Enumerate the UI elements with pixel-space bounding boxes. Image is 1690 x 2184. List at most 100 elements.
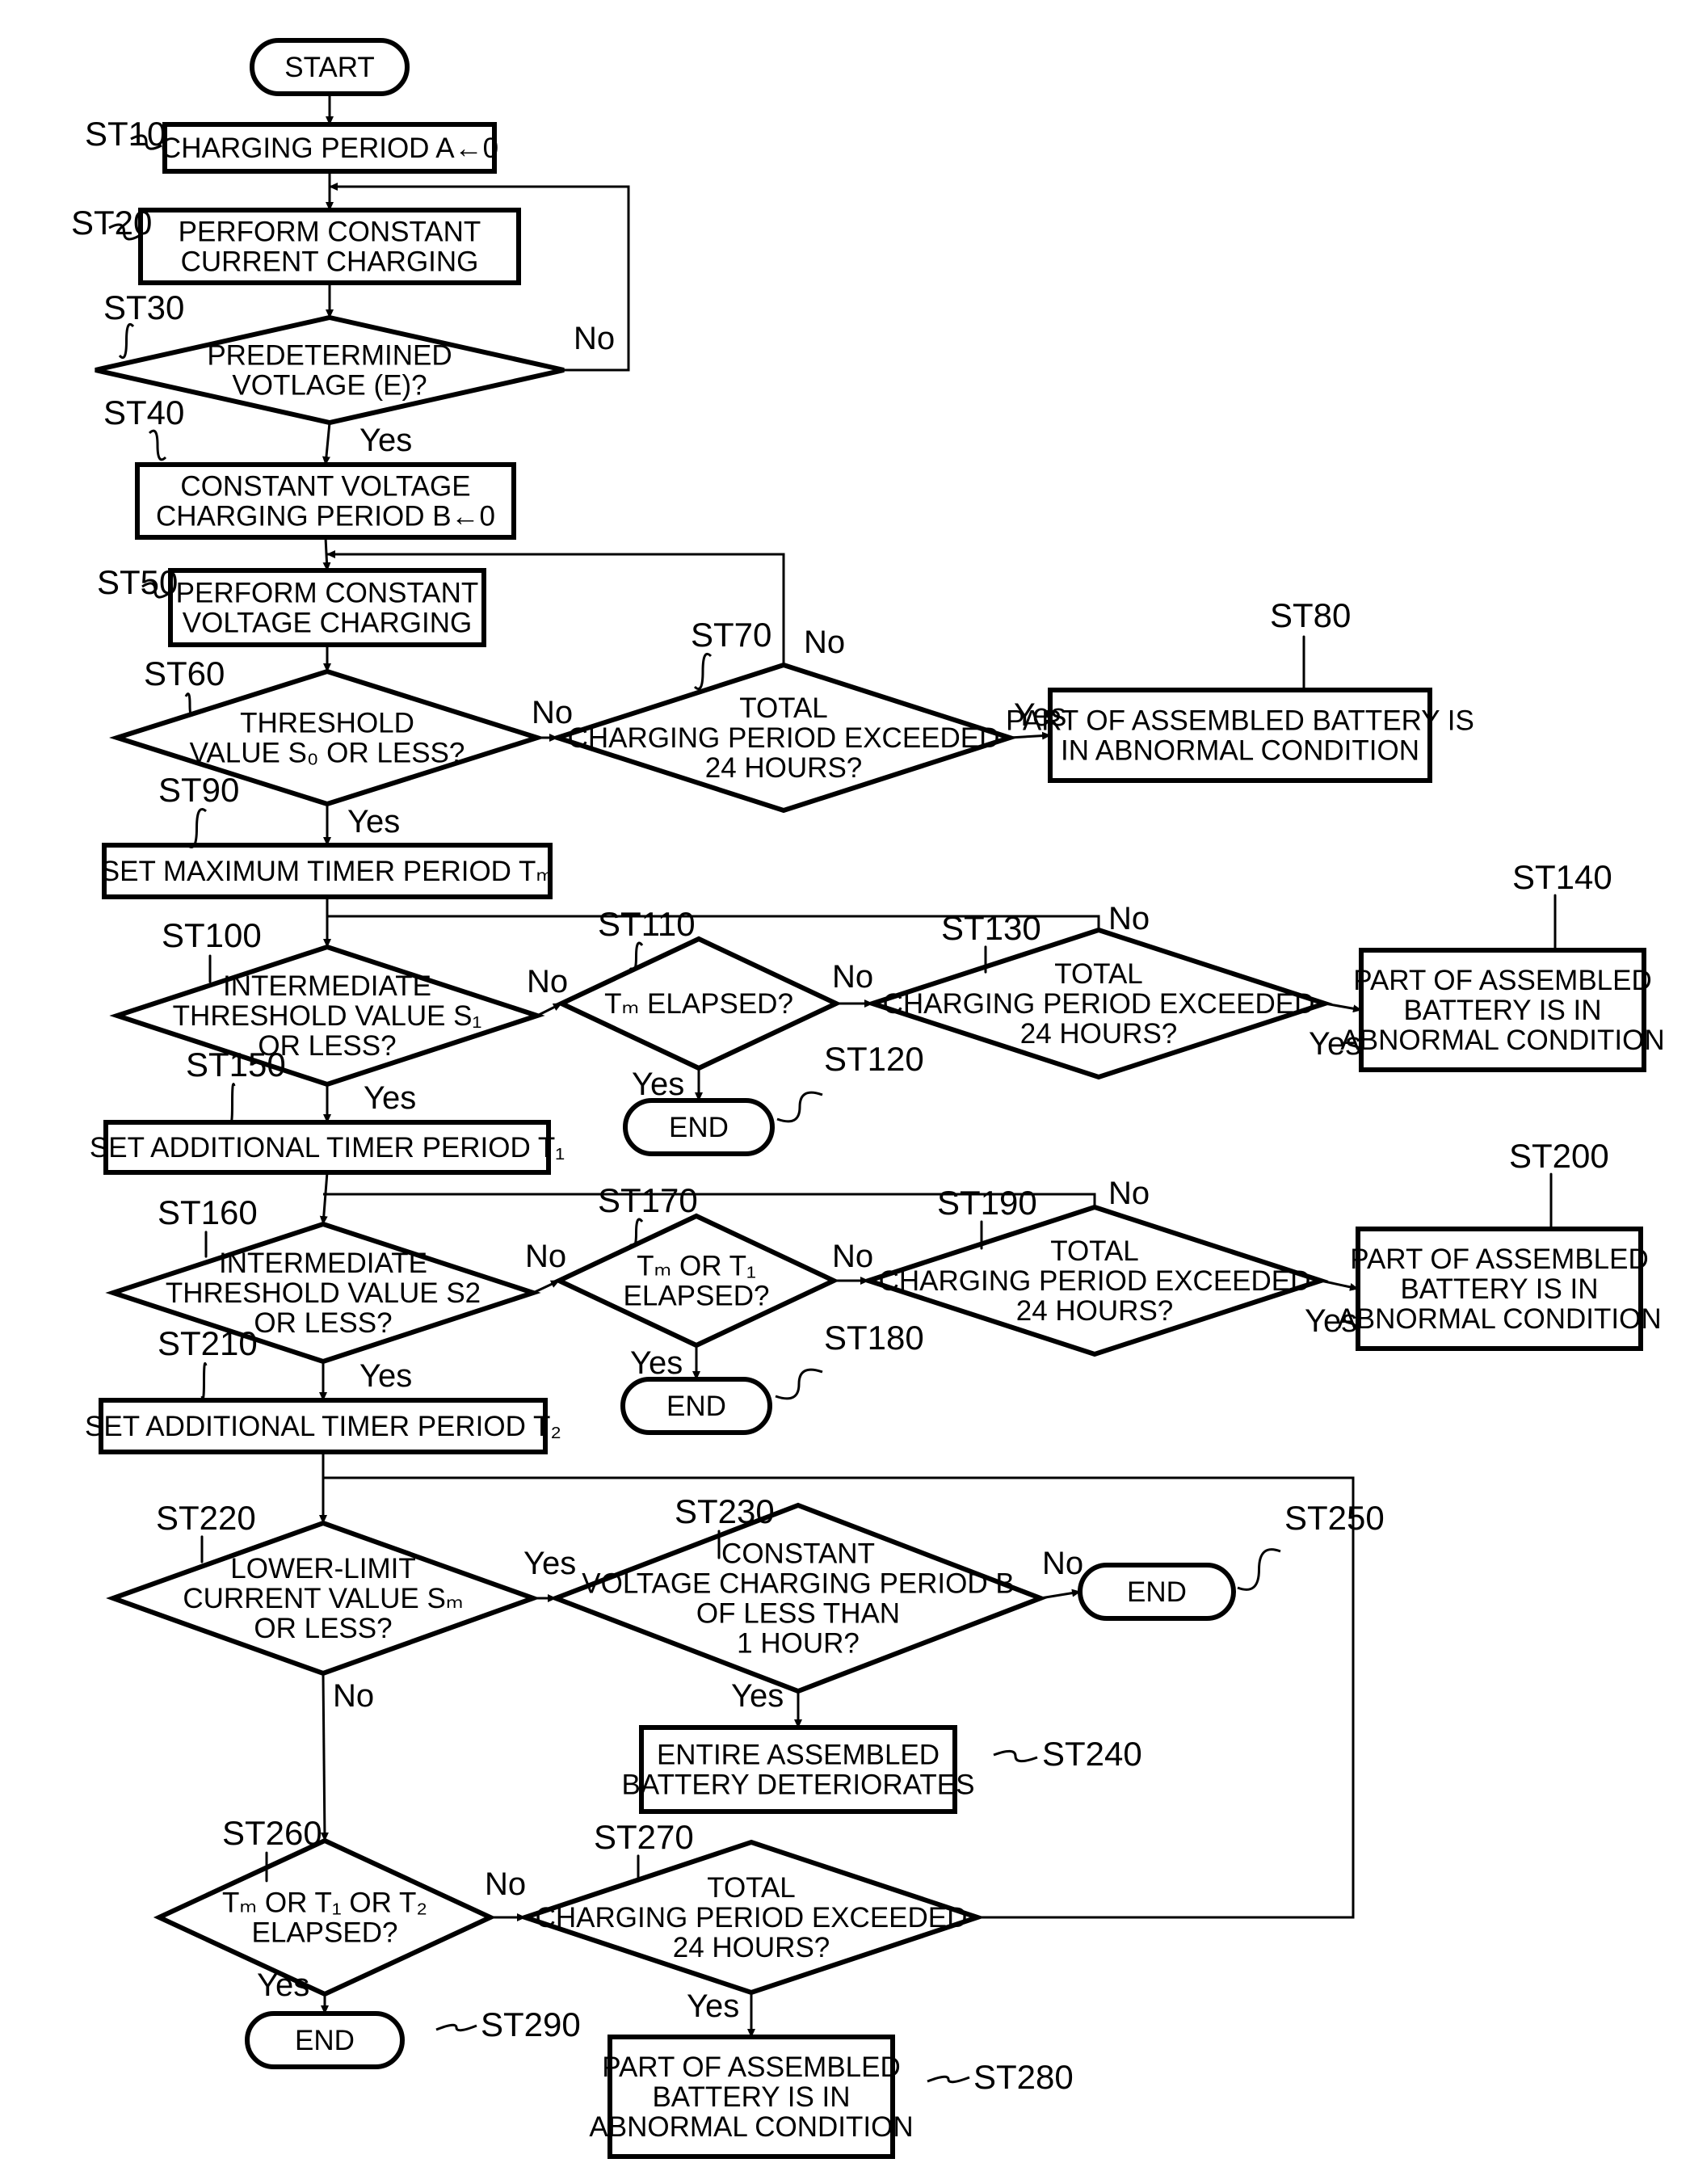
st80-text-line: PART OF ASSEMBLED BATTERY IS	[1006, 705, 1474, 737]
st280-text-line: ABNORMAL CONDITION	[589, 2111, 913, 2143]
st20-step-label: ST20	[71, 204, 152, 242]
branch-no-label: No	[527, 964, 568, 999]
st130-text-line: TOTAL	[1054, 958, 1143, 990]
st90-text-line: SET MAXIMUM TIMER PERIOD Tₘ	[101, 856, 553, 887]
start-node: START	[252, 40, 407, 94]
branch-yes-label: Yes	[1014, 697, 1066, 733]
st230-text-line: VOLTAGE CHARGING PERIOD B	[582, 1568, 1014, 1600]
branch-yes-label: Yes	[687, 1988, 739, 2024]
st30-leader	[120, 324, 133, 357]
st250-leader	[1238, 1550, 1280, 1590]
st50-text-line: PERFORM CONSTANT	[176, 578, 479, 609]
st270-node: TOTALCHARGING PERIOD EXCEEDED24 HOURS?	[525, 1842, 977, 1993]
st250-node: END	[1080, 1565, 1234, 1618]
st220-step-label: ST220	[156, 1499, 256, 1537]
st50-text-line: VOLTAGE CHARGING	[183, 608, 472, 639]
st60-step-label: ST60	[144, 654, 225, 692]
branch-yes-label: Yes	[359, 423, 412, 458]
st150-leader	[230, 1084, 234, 1122]
branch-no-label: No	[1108, 901, 1150, 936]
st240-leader	[994, 1751, 1037, 1761]
st50-node: PERFORM CONSTANTVOLTAGE CHARGING	[170, 570, 484, 645]
st260-text-line: ELAPSED?	[252, 1917, 398, 1949]
st70-text-line: TOTAL	[739, 692, 828, 724]
st40-text-line: CONSTANT VOLTAGE	[180, 471, 470, 503]
edge-st230-st250	[1040, 1592, 1080, 1598]
st160-text-line: OR LESS?	[254, 1307, 392, 1339]
branch-no-label: No	[832, 959, 873, 995]
st270-text-line: 24 HOURS?	[673, 1932, 830, 1963]
st260-step-label: ST260	[222, 1814, 322, 1852]
st40-node: CONSTANT VOLTAGECHARGING PERIOD B←0	[137, 465, 514, 537]
branch-no-label: No	[485, 1866, 526, 1902]
st130-text-line: 24 HOURS?	[1020, 1018, 1178, 1050]
branch-yes-label: Yes	[523, 1546, 576, 1581]
st200-step-label: ST200	[1509, 1137, 1609, 1175]
st20-text-line: PERFORM CONSTANT	[179, 217, 481, 248]
st40-text-line: CHARGING PERIOD B←0	[156, 501, 495, 532]
st110-node: Tₘ ELAPSED?	[561, 939, 836, 1068]
st150-node: SET ADDITIONAL TIMER PERIOD T₁	[90, 1122, 565, 1172]
st290-node: END	[247, 2014, 402, 2067]
st170-text-line: Tₘ OR T₁	[637, 1251, 756, 1282]
st100-text-line: INTERMEDIATE	[223, 970, 431, 1002]
branch-no-label: No	[532, 695, 573, 730]
st280-text-line: PART OF ASSEMBLED	[602, 2051, 901, 2083]
st230-text-line: CONSTANT	[721, 1538, 875, 1570]
st240-text-line: BATTERY DETERIORATES	[622, 1770, 975, 1801]
edge-st40-st50	[326, 537, 327, 570]
st40-step-label: ST40	[103, 393, 184, 431]
branch-yes-label: Yes	[359, 1358, 412, 1394]
st250-step-label: ST250	[1284, 1499, 1385, 1537]
st170-node: Tₘ OR T₁ELAPSED?	[559, 1216, 834, 1345]
st260-text-line: Tₘ OR T₁ OR T₂	[222, 1887, 427, 1919]
st230-text-line: OF LESS THAN	[696, 1598, 900, 1630]
st90-node: SET MAXIMUM TIMER PERIOD Tₘ	[101, 845, 553, 897]
st270-step-label: ST270	[594, 1818, 694, 1856]
st90-leader	[187, 810, 206, 848]
st150-step-label: ST150	[186, 1046, 286, 1084]
st20-text-line: CURRENT CHARGING	[181, 246, 479, 278]
st250-text-line: END	[1127, 1576, 1187, 1608]
st240-step-label: ST240	[1042, 1735, 1142, 1773]
st10-node: CHARGING PERIOD A←0	[161, 124, 498, 171]
st90-step-label: ST90	[158, 771, 239, 809]
st140-node: PART OF ASSEMBLEDBATTERY IS INABNORMAL C…	[1340, 950, 1664, 1070]
st180-node: END	[623, 1379, 770, 1433]
st130-text-line: CHARGING PERIOD EXCEEDED	[883, 988, 1315, 1020]
st130-step-label: ST130	[941, 909, 1041, 947]
st140-text-line: BATTERY IS IN	[1403, 995, 1601, 1026]
st130-node: TOTALCHARGING PERIOD EXCEEDED24 HOURS?	[872, 930, 1325, 1077]
branch-yes-label: Yes	[257, 1967, 309, 2003]
st80-step-label: ST80	[1270, 596, 1351, 634]
st200-text-line: PART OF ASSEMBLED	[1350, 1243, 1649, 1275]
st80-text-line: IN ABNORMAL CONDITION	[1061, 735, 1419, 767]
st220-text-line: CURRENT VALUE Sₘ	[183, 1583, 463, 1614]
st70-node: TOTALCHARGING PERIOD EXCEEDED24 HOURS?	[557, 665, 1010, 810]
st70-text-line: CHARGING PERIOD EXCEEDED	[568, 722, 1000, 754]
st80-node: PART OF ASSEMBLED BATTERY ISIN ABNORMAL …	[1006, 690, 1474, 781]
branch-no-label: No	[525, 1239, 566, 1274]
st30-step-label: ST30	[103, 288, 184, 326]
branch-yes-label: Yes	[630, 1345, 683, 1381]
st270-text-line: TOTAL	[707, 1872, 796, 1904]
st40-leader	[149, 431, 166, 460]
st190-node: TOTALCHARGING PERIOD EXCEEDED24 HOURS?	[868, 1207, 1321, 1354]
st270-text-line: CHARGING PERIOD EXCEEDED	[536, 1902, 968, 1934]
st160-step-label: ST160	[158, 1193, 258, 1231]
st220-text-line: LOWER-LIMIT	[230, 1553, 415, 1584]
st200-text-line: BATTERY IS IN	[1400, 1273, 1598, 1305]
st220-node: LOWER-LIMITCURRENT VALUE SₘOR LESS?	[113, 1523, 533, 1673]
st170-text-line: ELAPSED?	[624, 1281, 770, 1312]
st280-text-line: BATTERY IS IN	[652, 2081, 850, 2113]
st290-text-line: END	[295, 2025, 355, 2056]
st280-node: PART OF ASSEMBLEDBATTERY IS INABNORMAL C…	[589, 2037, 913, 2157]
st200-node: PART OF ASSEMBLEDBATTERY IS INABNORMAL C…	[1337, 1229, 1661, 1349]
st240-node: ENTIRE ASSEMBLEDBATTERY DETERIORATES	[622, 1727, 975, 1812]
st30-text-line: VOTLAGE (E)?	[232, 370, 427, 402]
st140-step-label: ST140	[1512, 858, 1612, 896]
branch-no-label: No	[804, 625, 845, 660]
st180-step-label: ST180	[824, 1319, 924, 1357]
st180-text-line: END	[666, 1391, 726, 1422]
st30-text-line: PREDETERMINED	[207, 340, 452, 372]
